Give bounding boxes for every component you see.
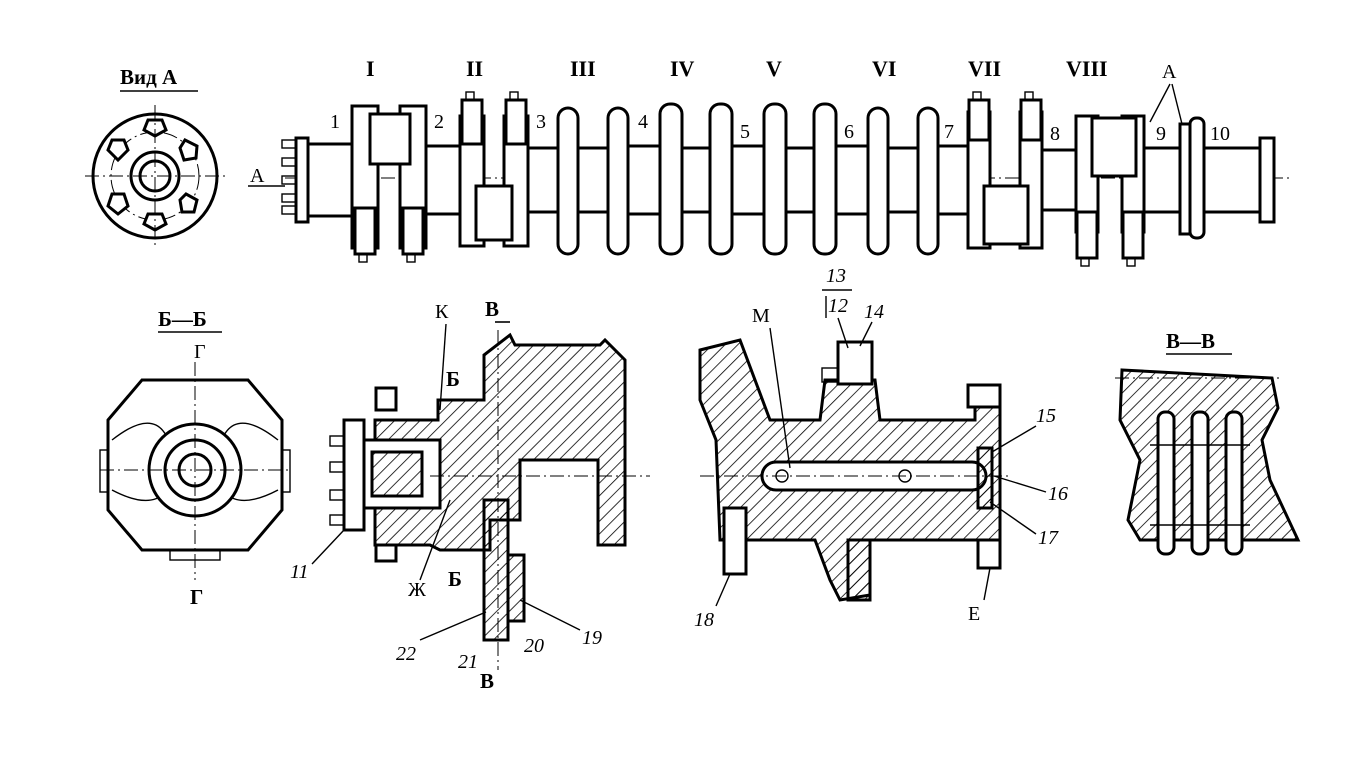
- side-marker-a: А: [250, 165, 265, 187]
- part-label-13: 13: [826, 265, 846, 287]
- marker-m: М: [752, 305, 770, 327]
- journal-label-8: 8: [1050, 123, 1060, 145]
- crank-label-6: VI: [872, 56, 896, 81]
- marker-e: Е: [968, 603, 980, 625]
- journal-label-3: 3: [536, 111, 546, 133]
- crank-webs-3-6: [556, 102, 940, 256]
- marker-v-bottom: В: [480, 669, 494, 693]
- crank-label-1: I: [366, 56, 375, 81]
- journal-7: [936, 144, 970, 216]
- right-detail-section: М 13 12 14 15 16 17 18 Е: [694, 265, 1068, 631]
- marker-b-top: Б: [446, 367, 460, 391]
- marker-v-top: В: [485, 297, 499, 321]
- journal-3: [526, 146, 560, 214]
- part-label-20: 20: [524, 635, 544, 657]
- journal-label-4: 4: [638, 111, 648, 133]
- crank-label-4: IV: [670, 56, 695, 81]
- journal-label-2: 2: [434, 111, 444, 133]
- part-label-17: 17: [1038, 527, 1059, 549]
- journal-label-9: 9: [1156, 123, 1166, 145]
- top-marker-a: А: [1162, 61, 1177, 83]
- view-a-bolt-heads: [106, 118, 199, 232]
- part-label-12: 12: [828, 295, 848, 317]
- section-vv-bolts: [1150, 410, 1250, 556]
- journal-label-5: 5: [740, 121, 750, 143]
- part-label-21: 21: [458, 651, 478, 673]
- section-vv: В—В: [1115, 329, 1301, 556]
- part-label-14: 14: [864, 301, 884, 323]
- part-label-18: 18: [694, 609, 714, 631]
- journal-label-10: 10: [1210, 123, 1230, 145]
- part-label-19: 19: [582, 627, 602, 649]
- marker-b-bottom: Б: [448, 567, 462, 591]
- crank-8: [1074, 114, 1146, 267]
- crank-1: [350, 104, 428, 263]
- journal-9: [1142, 146, 1182, 214]
- journal-2: [424, 144, 462, 216]
- crank-2: [458, 91, 530, 248]
- section-bb: Б—Б Г Г: [99, 307, 291, 609]
- section-bb-bottom-marker: Г: [190, 585, 203, 609]
- crank-7: [966, 91, 1044, 250]
- journal-label-1: 1: [330, 111, 340, 133]
- part-label-16: 16: [1048, 483, 1068, 505]
- left-section-bolts: [329, 386, 398, 563]
- part-label-15: 15: [1036, 405, 1056, 427]
- journal-numbers: 1 2 3 4 5 6 7 8 9 10: [330, 111, 1230, 145]
- section-bb-top-marker: Г: [194, 341, 206, 363]
- crank-numerals: I II III IV V VI VII VIII: [366, 56, 1108, 81]
- view-a: Вид А: [85, 65, 225, 248]
- left-detail-section: К В Б Б Ж В 11 22 21 20 19: [290, 297, 650, 693]
- crank-label-5: V: [766, 56, 782, 81]
- section-bb-title: Б—Б: [158, 307, 207, 331]
- part-label-22: 22: [396, 643, 416, 665]
- crankshaft-main-view: А: [248, 56, 1290, 267]
- crank-label-7: VII: [968, 56, 1001, 81]
- journal-label-6: 6: [844, 121, 854, 143]
- section-vv-title: В—В: [1166, 329, 1215, 353]
- crank-label-2: II: [466, 56, 483, 81]
- journal-1: [306, 142, 354, 218]
- journal-10: [1202, 146, 1262, 214]
- crank-label-8: VIII: [1066, 56, 1108, 81]
- view-a-title: Вид А: [120, 65, 178, 89]
- part-label-11: 11: [290, 561, 309, 583]
- crank-label-3: III: [570, 56, 596, 81]
- marker-zh: Ж: [408, 579, 426, 601]
- marker-k: К: [435, 301, 449, 323]
- left-section-counterweight: [482, 498, 510, 642]
- journal-label-7: 7: [944, 121, 954, 143]
- flange-bolts: [281, 139, 297, 215]
- journal-8: [1040, 148, 1078, 212]
